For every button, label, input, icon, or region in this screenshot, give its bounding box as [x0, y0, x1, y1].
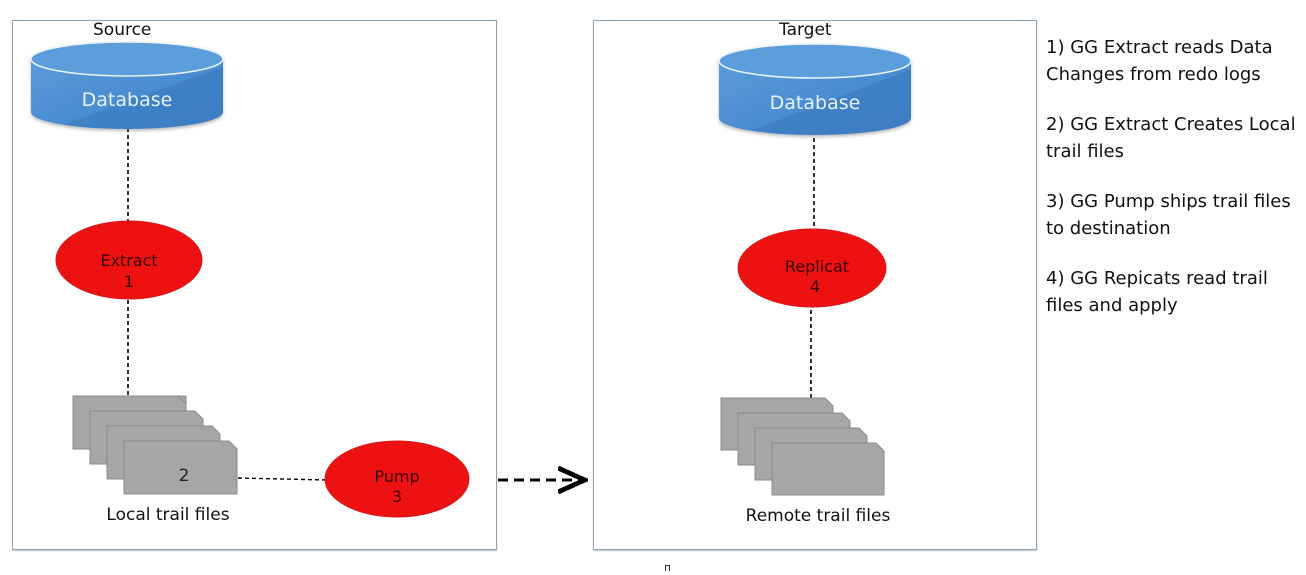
pump-label: Pump	[374, 467, 419, 486]
replicat-label: Replicat	[785, 257, 849, 276]
local-trail-files-icon	[72, 395, 238, 495]
remote-trail-files-label: Remote trail files	[746, 506, 891, 526]
note-step-1: 1) GG Extract reads Data Changes from re…	[1046, 37, 1273, 85]
cursor-marker-icon	[665, 565, 670, 571]
pump-process-node	[324, 440, 470, 518]
target-database-icon	[718, 43, 912, 135]
local-trail-files-label: Local trail files	[106, 505, 229, 525]
source-database-icon	[30, 41, 224, 129]
local-trail-step: 2	[179, 466, 190, 486]
extract-label: Extract	[100, 251, 157, 270]
remote-trail-files-icon	[720, 397, 885, 496]
note-step-2: 2) GG Extract Creates Local trail files	[1046, 114, 1296, 162]
connector-files-pump	[237, 477, 329, 481]
extract-process-node	[55, 220, 203, 300]
pump-step: 3	[392, 487, 402, 506]
extract-step: 1	[124, 272, 134, 291]
source-title: Source	[93, 20, 152, 40]
note-step-4: 4) GG Repicats read trail files and appl…	[1046, 268, 1268, 316]
target-title: Target	[779, 20, 832, 40]
target-database-label: Database	[770, 92, 861, 114]
replicat-step: 4	[810, 277, 820, 296]
source-database-label: Database	[82, 89, 173, 111]
steps-notes: 1) GG Extract reads Data Changes from re…	[1046, 34, 1306, 342]
note-step-3: 3) GG Pump ships trail files to destinat…	[1046, 191, 1291, 239]
replicat-process-node	[737, 228, 887, 308]
